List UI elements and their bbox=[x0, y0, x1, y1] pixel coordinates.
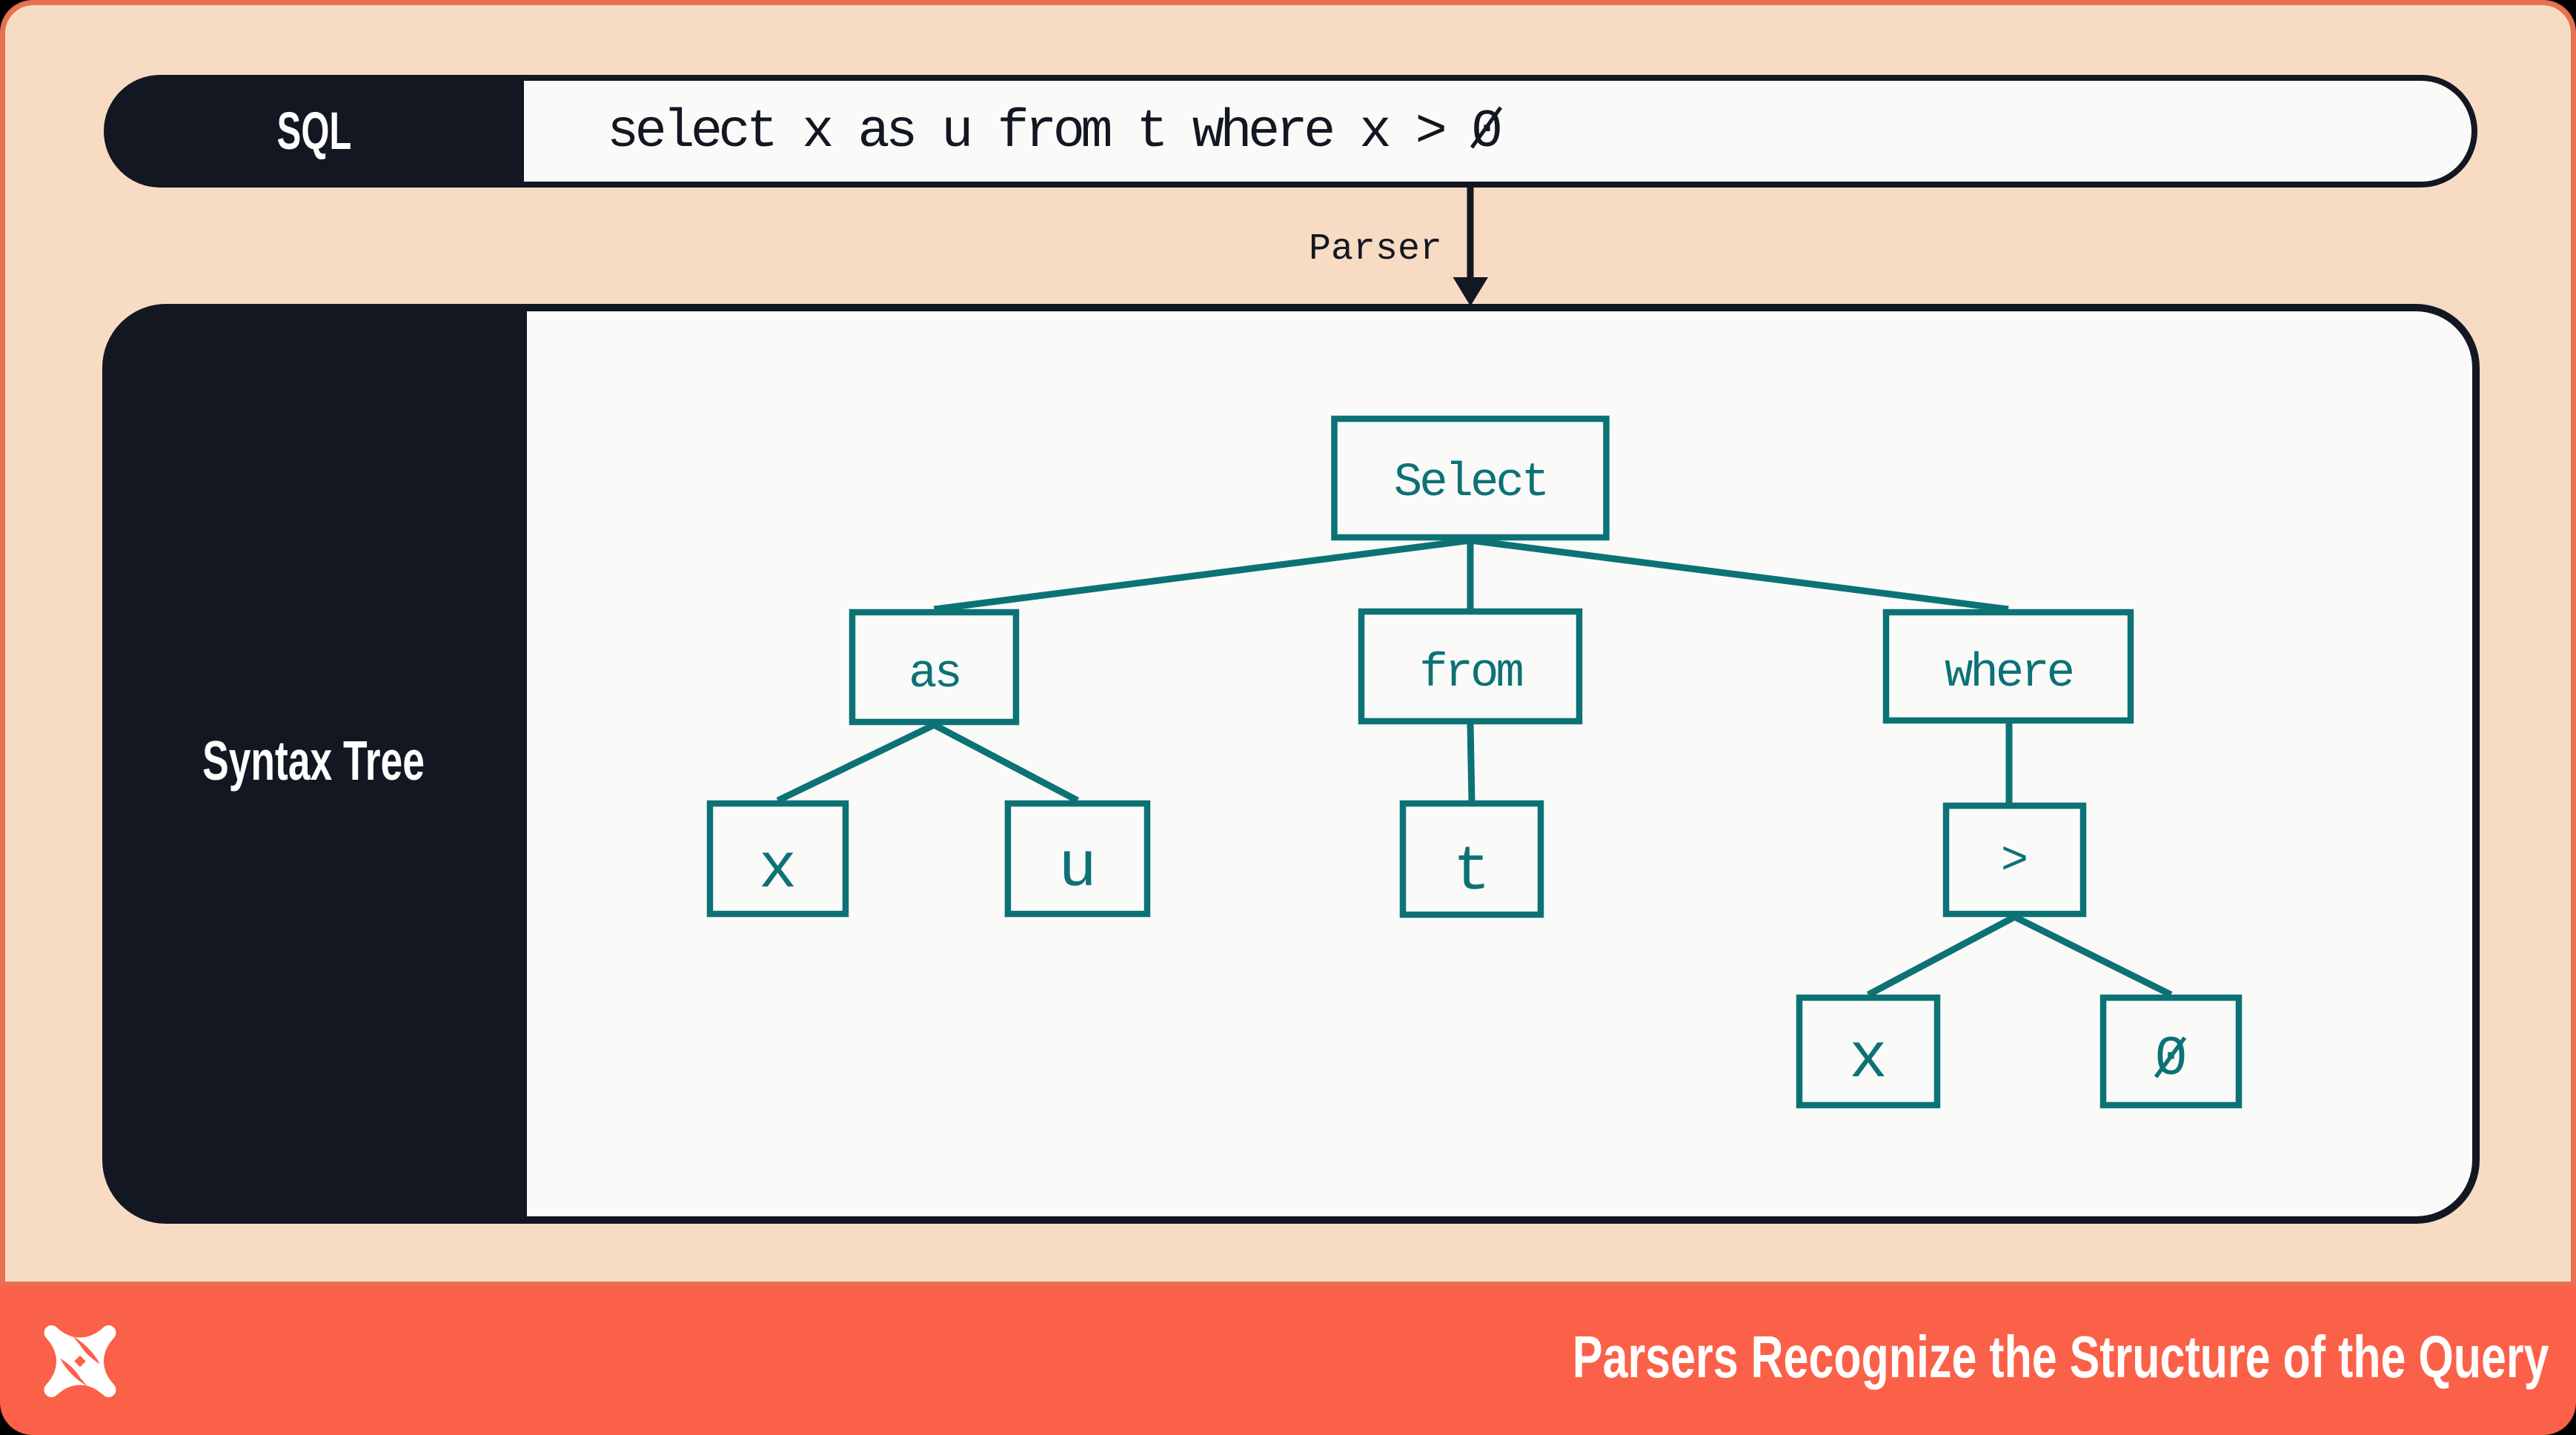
svg-text:SQL: SQL bbox=[277, 102, 352, 160]
svg-text:>: > bbox=[2001, 835, 2028, 887]
svg-text:x: x bbox=[1849, 1023, 1888, 1096]
svg-text:t: t bbox=[1453, 838, 1490, 908]
svg-text:Parser: Parser bbox=[1309, 228, 1442, 271]
svg-text:as: as bbox=[909, 648, 960, 701]
svg-text:select x as u from t where x >: select x as u from t where x > 0 bbox=[607, 102, 1500, 162]
svg-text:u: u bbox=[1058, 832, 1097, 904]
svg-text:from: from bbox=[1419, 647, 1522, 700]
svg-text:where: where bbox=[1945, 647, 2073, 700]
svg-text:Parsers Recognize the Structur: Parsers Recognize the Structure of the Q… bbox=[1573, 1325, 2549, 1391]
svg-text:Select: Select bbox=[1394, 457, 1547, 510]
svg-text:x: x bbox=[759, 833, 797, 906]
svg-text:Syntax Tree: Syntax Tree bbox=[202, 729, 425, 792]
